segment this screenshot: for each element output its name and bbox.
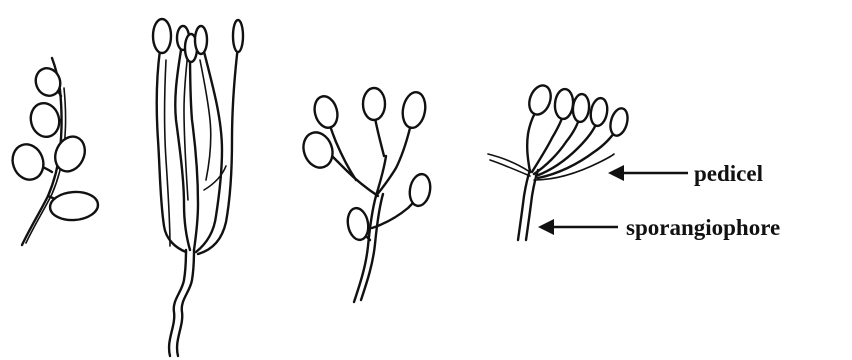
pedicel-arrow-head <box>608 165 624 181</box>
figure-4-labelled-sporangiophore: pedicel sporangiophore <box>488 82 780 240</box>
pedicel-arrow <box>608 165 688 181</box>
figure-4-sporangium <box>589 97 610 127</box>
pedicel-label: pedicel <box>694 161 763 186</box>
figure-2-sporangium <box>195 26 207 54</box>
figure-2-dichotomous-branching <box>153 19 243 356</box>
figure-1-sporangium <box>49 190 99 221</box>
figure-4-sporangium <box>554 88 575 119</box>
figure-3-sporangium <box>407 173 432 208</box>
figure-4-sporangium <box>608 106 631 137</box>
figure-4-sporangium <box>572 93 590 122</box>
figure-3-sporangium <box>400 90 428 129</box>
figure-2-sporangium <box>233 20 243 52</box>
figure-4-pedicel <box>527 108 538 172</box>
figure-3-branched-sporangiophore <box>299 88 433 302</box>
sporangiophore-arrow-head <box>538 219 554 235</box>
figure-4-sporangium <box>525 82 554 117</box>
figure-2-branch <box>196 44 222 252</box>
figure-1-sporangium <box>8 140 49 184</box>
figure-3-sporangium <box>299 128 338 171</box>
figure-1-sporangium <box>27 100 63 140</box>
figure-3-branch <box>376 128 410 196</box>
figure-2-branch-inner <box>200 60 211 180</box>
figure-2-branch-inner <box>165 60 171 246</box>
figure-2-sporangium <box>153 19 171 53</box>
sporangiophore-arrow <box>538 219 618 235</box>
figure-2-branch-inner <box>184 52 188 200</box>
sporangiophore-label: sporangiophore <box>626 215 780 240</box>
figure-2-branch <box>157 50 186 252</box>
figure-3-sporangium <box>345 207 370 242</box>
figure-2-branch <box>175 44 190 250</box>
figure-4-fine-line <box>488 154 530 172</box>
figure-1-alternate-branching <box>8 58 99 245</box>
figure-3-sporangium <box>311 94 341 131</box>
figure-3-sporangium <box>363 88 385 120</box>
figure-2-branch <box>190 46 198 250</box>
